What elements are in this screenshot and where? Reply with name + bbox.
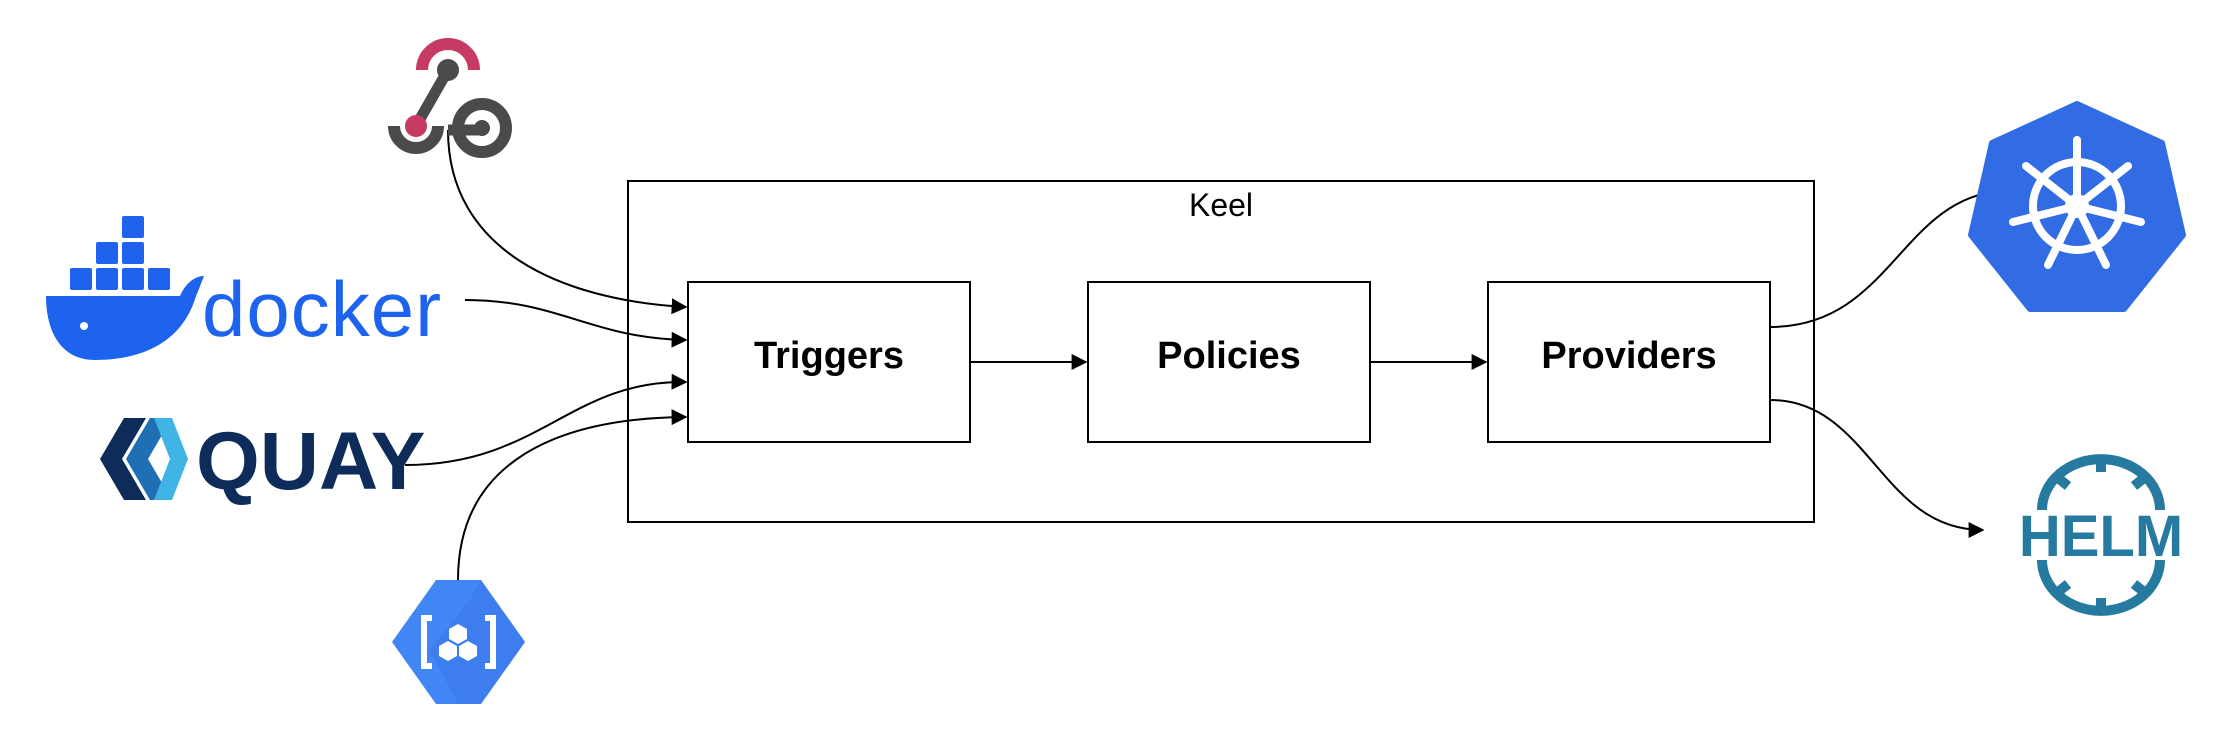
gcr-to-triggers-arrow — [457, 409, 688, 581]
helm-wheel-icon — [2037, 454, 2165, 616]
docker-to-triggers-arrow — [464, 299, 688, 348]
providers-box — [1487, 281, 1771, 443]
kubernetes-icon — [1968, 101, 2186, 312]
providers-to-helm-arrow — [1769, 399, 1985, 538]
webhook-to-triggers-arrow — [447, 129, 688, 315]
docker-logo: docker — [46, 216, 442, 360]
quay-wordmark: QUAY — [196, 416, 425, 507]
keel-container-label: Keel — [1189, 187, 1253, 223]
google-container-registry-icon — [392, 580, 525, 704]
providers-label: Providers — [1541, 335, 1716, 377]
triggers-label: Triggers — [754, 335, 904, 377]
webhook-icon — [388, 38, 512, 158]
triggers-box — [687, 281, 971, 443]
policies-label: Policies — [1157, 335, 1301, 377]
docker-wordmark: docker — [202, 265, 442, 353]
quay-to-triggers-arrow — [404, 373, 688, 466]
providers-to-kubernetes-arrow — [1769, 184, 2002, 328]
quay-logo: QUAY — [100, 416, 425, 507]
quay-chevron-icon — [100, 418, 188, 500]
docker-whale-icon — [46, 216, 204, 360]
helm-logo: HELM — [2019, 454, 2183, 616]
helm-wordmark: HELM — [2019, 504, 2183, 569]
policies-box — [1087, 281, 1371, 443]
